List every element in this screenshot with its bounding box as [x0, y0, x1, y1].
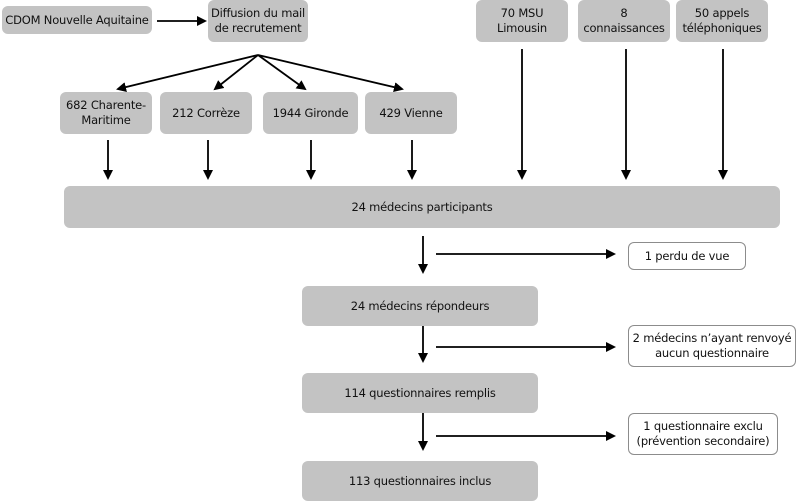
node-connaissances: 8 connaissances	[578, 0, 670, 42]
node-charente: 682 Charente- Maritime	[60, 92, 152, 134]
node-remplis: 114 questionnaires remplis	[302, 373, 538, 413]
arrow-diffusion-to-gironde	[257, 54, 307, 91]
node-appels: 50 appels téléphoniques	[676, 0, 768, 42]
arrow-diffusion-to-correze	[213, 54, 259, 91]
arrow-diffusion-to-vienne	[257, 54, 404, 93]
node-inclus: 113 questionnaires inclus	[302, 461, 538, 501]
node-participants: 24 médecins participants	[64, 186, 780, 228]
node-repondeurs: 24 médecins répondeurs	[302, 286, 538, 326]
node-cdom: CDOM Nouvelle Aquitaine	[2, 6, 152, 34]
node-diffusion: Diffusion du mail de recrutement	[208, 0, 308, 42]
node-exclu: 1 questionnaire exclu (prévention second…	[628, 413, 778, 455]
node-aucun: 2 médecins n’ayant renvoyé aucun questio…	[628, 325, 796, 367]
node-gironde: 1944 Gironde	[263, 92, 358, 134]
node-perdu: 1 perdu de vue	[628, 242, 746, 270]
node-correze: 212 Corrèze	[160, 92, 252, 134]
node-vienne: 429 Vienne	[365, 92, 457, 134]
node-msu: 70 MSU Limousin	[476, 0, 568, 42]
arrow-diffusion-to-charente	[116, 54, 259, 92]
